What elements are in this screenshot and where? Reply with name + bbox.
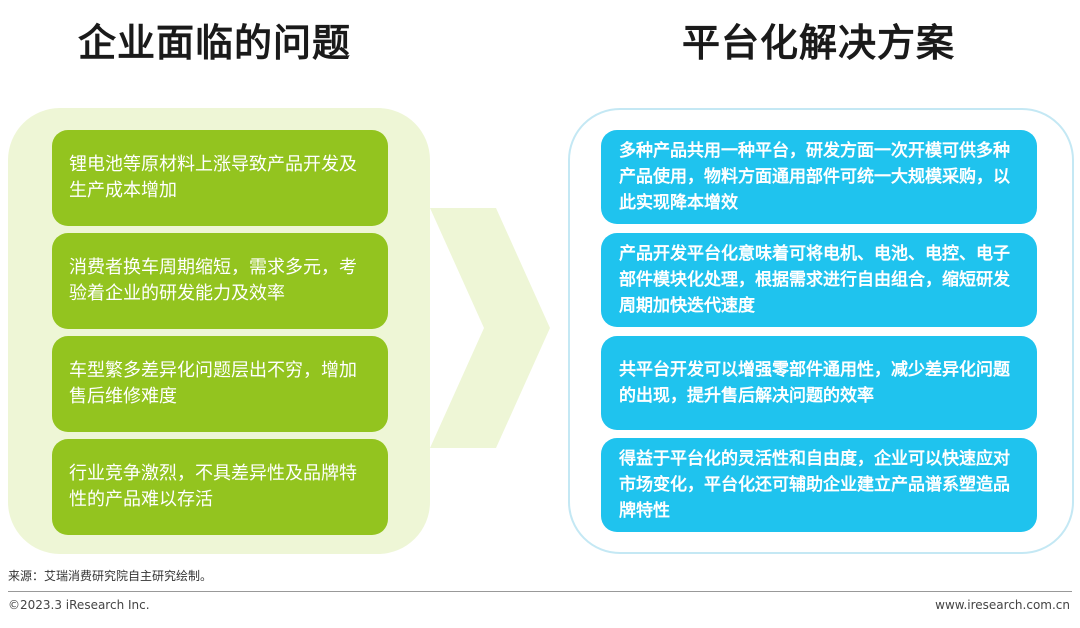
chevron-right-arrow xyxy=(430,208,550,448)
source-note: 来源：艾瑞消费研究院自主研究绘制。 xyxy=(8,569,213,583)
website-link[interactable]: www.iresearch.com.cn xyxy=(935,598,1070,612)
solution-card: 多种产品共用一种平台，研发方面一次开模可供多种产品使用，物料方面通用部件可统一大… xyxy=(601,130,1037,224)
problem-card: 锂电池等原材料上涨导致产品开发及生产成本增加 xyxy=(52,130,388,226)
problem-card-text: 车型繁多差异化问题层出不穷，增加售后维修难度 xyxy=(69,360,357,407)
solution-card-text: 共平台开发可以增强零部件通用性，减少差异化问题的出现，提升售后解决问题的效率 xyxy=(619,360,1010,406)
solution-card: 共平台开发可以增强零部件通用性，减少差异化问题的出现，提升售后解决问题的效率 xyxy=(601,336,1037,430)
problem-card: 车型繁多差异化问题层出不穷，增加售后维修难度 xyxy=(52,336,388,432)
copyright-text: ©2023.3 iResearch Inc. xyxy=(8,598,150,612)
chevron-arrow-shape xyxy=(430,208,550,448)
solution-card-text: 得益于平台化的灵活性和自由度，企业可以快速应对市场变化，平台化还可辅助企业建立产… xyxy=(619,449,1010,521)
problem-card: 行业竞争激烈，不具差异性及品牌特性的产品难以存活 xyxy=(52,439,388,535)
problem-card-text: 行业竞争激烈，不具差异性及品牌特性的产品难以存活 xyxy=(69,463,357,510)
footer-divider xyxy=(8,591,1072,592)
solution-card-text: 多种产品共用一种平台，研发方面一次开模可供多种产品使用，物料方面通用部件可统一大… xyxy=(619,141,1010,213)
problem-card-text: 锂电池等原材料上涨导致产品开发及生产成本增加 xyxy=(69,154,357,201)
problem-card: 消费者换车周期缩短，需求多元，考验着企业的研发能力及效率 xyxy=(52,233,388,329)
solution-card-text: 产品开发平台化意味着可将电机、电池、电控、电子部件模块化处理，根据需求进行自由组… xyxy=(619,244,1010,316)
solution-card: 产品开发平台化意味着可将电机、电池、电控、电子部件模块化处理，根据需求进行自由组… xyxy=(601,233,1037,327)
solution-card: 得益于平台化的灵活性和自由度，企业可以快速应对市场变化，平台化还可辅助企业建立产… xyxy=(601,438,1037,532)
solutions-title: 平台化解决方案 xyxy=(682,21,956,65)
problem-card-text: 消费者换车周期缩短，需求多元，考验着企业的研发能力及效率 xyxy=(69,257,357,304)
problems-title: 企业面临的问题 xyxy=(78,21,352,65)
